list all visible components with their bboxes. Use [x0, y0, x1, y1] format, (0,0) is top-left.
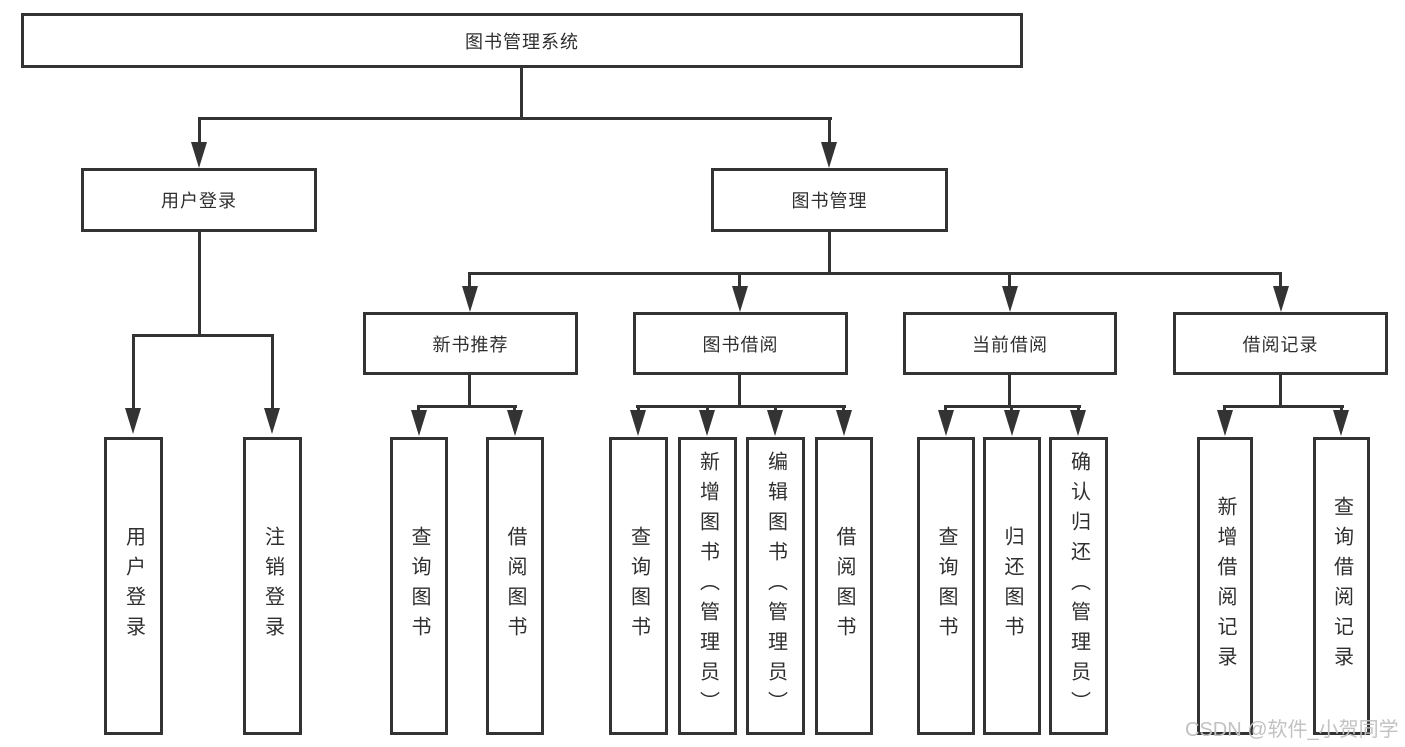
leaf-edit-book-admin: 编辑图书（管理员）: [746, 437, 805, 735]
arrowhead-down-icon: [836, 410, 852, 436]
connector-line: [132, 334, 274, 337]
connector-line: [1008, 375, 1011, 406]
node-book-management: 图书管理: [711, 168, 948, 232]
connector-line: [417, 405, 420, 411]
node-user-login: 用户登录: [81, 168, 317, 232]
connector-line: [1008, 272, 1011, 286]
connector-line: [468, 375, 471, 406]
arrowhead-down-icon: [191, 142, 207, 168]
arrowhead-down-icon: [732, 286, 748, 312]
arrowhead-down-icon: [507, 410, 523, 436]
arrowhead-down-icon: [699, 410, 715, 436]
connector-line: [513, 405, 516, 411]
connector-line: [520, 68, 523, 118]
arrowhead-down-icon: [1333, 410, 1349, 436]
connector-line: [1279, 272, 1282, 286]
connector-line: [842, 405, 845, 411]
leaf-add-borrow-record: 新增借阅记录: [1197, 437, 1253, 735]
connector-line: [637, 405, 640, 411]
csdn-watermark: CSDN @软件_小贺同学: [1185, 719, 1399, 741]
arrowhead-down-icon: [821, 142, 837, 168]
arrowhead-down-icon: [1217, 410, 1233, 436]
connector-line: [198, 117, 832, 120]
connector-line: [1340, 405, 1343, 411]
leaf-add-book-admin: 新增图书（管理员）: [678, 437, 737, 735]
connector-line: [1223, 405, 1344, 408]
connector-line: [738, 375, 741, 406]
connector-line: [198, 232, 201, 335]
leaf-confirm-return-admin: 确认归还（管理员）: [1049, 437, 1108, 735]
connector-line: [1279, 375, 1282, 406]
leaf-query-books-current: 查询图书: [917, 437, 975, 735]
node-book-borrowing: 图书借阅: [633, 312, 848, 375]
arrowhead-down-icon: [462, 286, 478, 312]
arrowhead-down-icon: [938, 410, 954, 436]
arrowhead-down-icon: [1273, 286, 1289, 312]
connector-line: [417, 405, 517, 408]
connector-line: [636, 405, 846, 408]
connector-line: [1223, 405, 1226, 411]
connector-line: [1077, 405, 1080, 411]
node-current-borrowing: 当前借阅: [903, 312, 1117, 375]
connector-line: [738, 272, 741, 286]
leaf-borrow-books-borrowing: 借阅图书: [815, 437, 873, 735]
arrowhead-down-icon: [264, 408, 280, 434]
connector-line: [469, 272, 1282, 275]
connector-line: [774, 405, 777, 411]
arrowhead-down-icon: [767, 410, 783, 436]
connector-line: [944, 405, 947, 411]
connector-line: [706, 405, 709, 411]
arrowhead-down-icon: [1070, 410, 1086, 436]
connector-line: [198, 117, 201, 143]
leaf-query-borrow-record: 查询借阅记录: [1313, 437, 1370, 735]
node-borrowing-records: 借阅记录: [1173, 312, 1388, 375]
connector-line: [468, 272, 471, 286]
leaf-query-books-recommend: 查询图书: [390, 437, 448, 735]
leaf-logout: 注销登录: [243, 437, 302, 735]
node-new-book-recommend: 新书推荐: [363, 312, 578, 375]
connector-line: [271, 334, 274, 408]
arrowhead-down-icon: [630, 410, 646, 436]
arrowhead-down-icon: [1004, 410, 1020, 436]
connector-line: [828, 232, 831, 273]
arrowhead-down-icon: [411, 410, 427, 436]
arrowhead-down-icon: [1002, 286, 1018, 312]
leaf-user-login: 用户登录: [104, 437, 163, 735]
connector-line: [132, 334, 135, 408]
node-library-management-system: 图书管理系统: [21, 13, 1023, 68]
connector-line: [828, 117, 831, 143]
connector-line: [1010, 405, 1013, 411]
arrowhead-down-icon: [125, 408, 141, 434]
leaf-borrow-books-recommend: 借阅图书: [486, 437, 544, 735]
leaf-query-books-borrowing: 查询图书: [609, 437, 668, 735]
leaf-return-book: 归还图书: [983, 437, 1041, 735]
